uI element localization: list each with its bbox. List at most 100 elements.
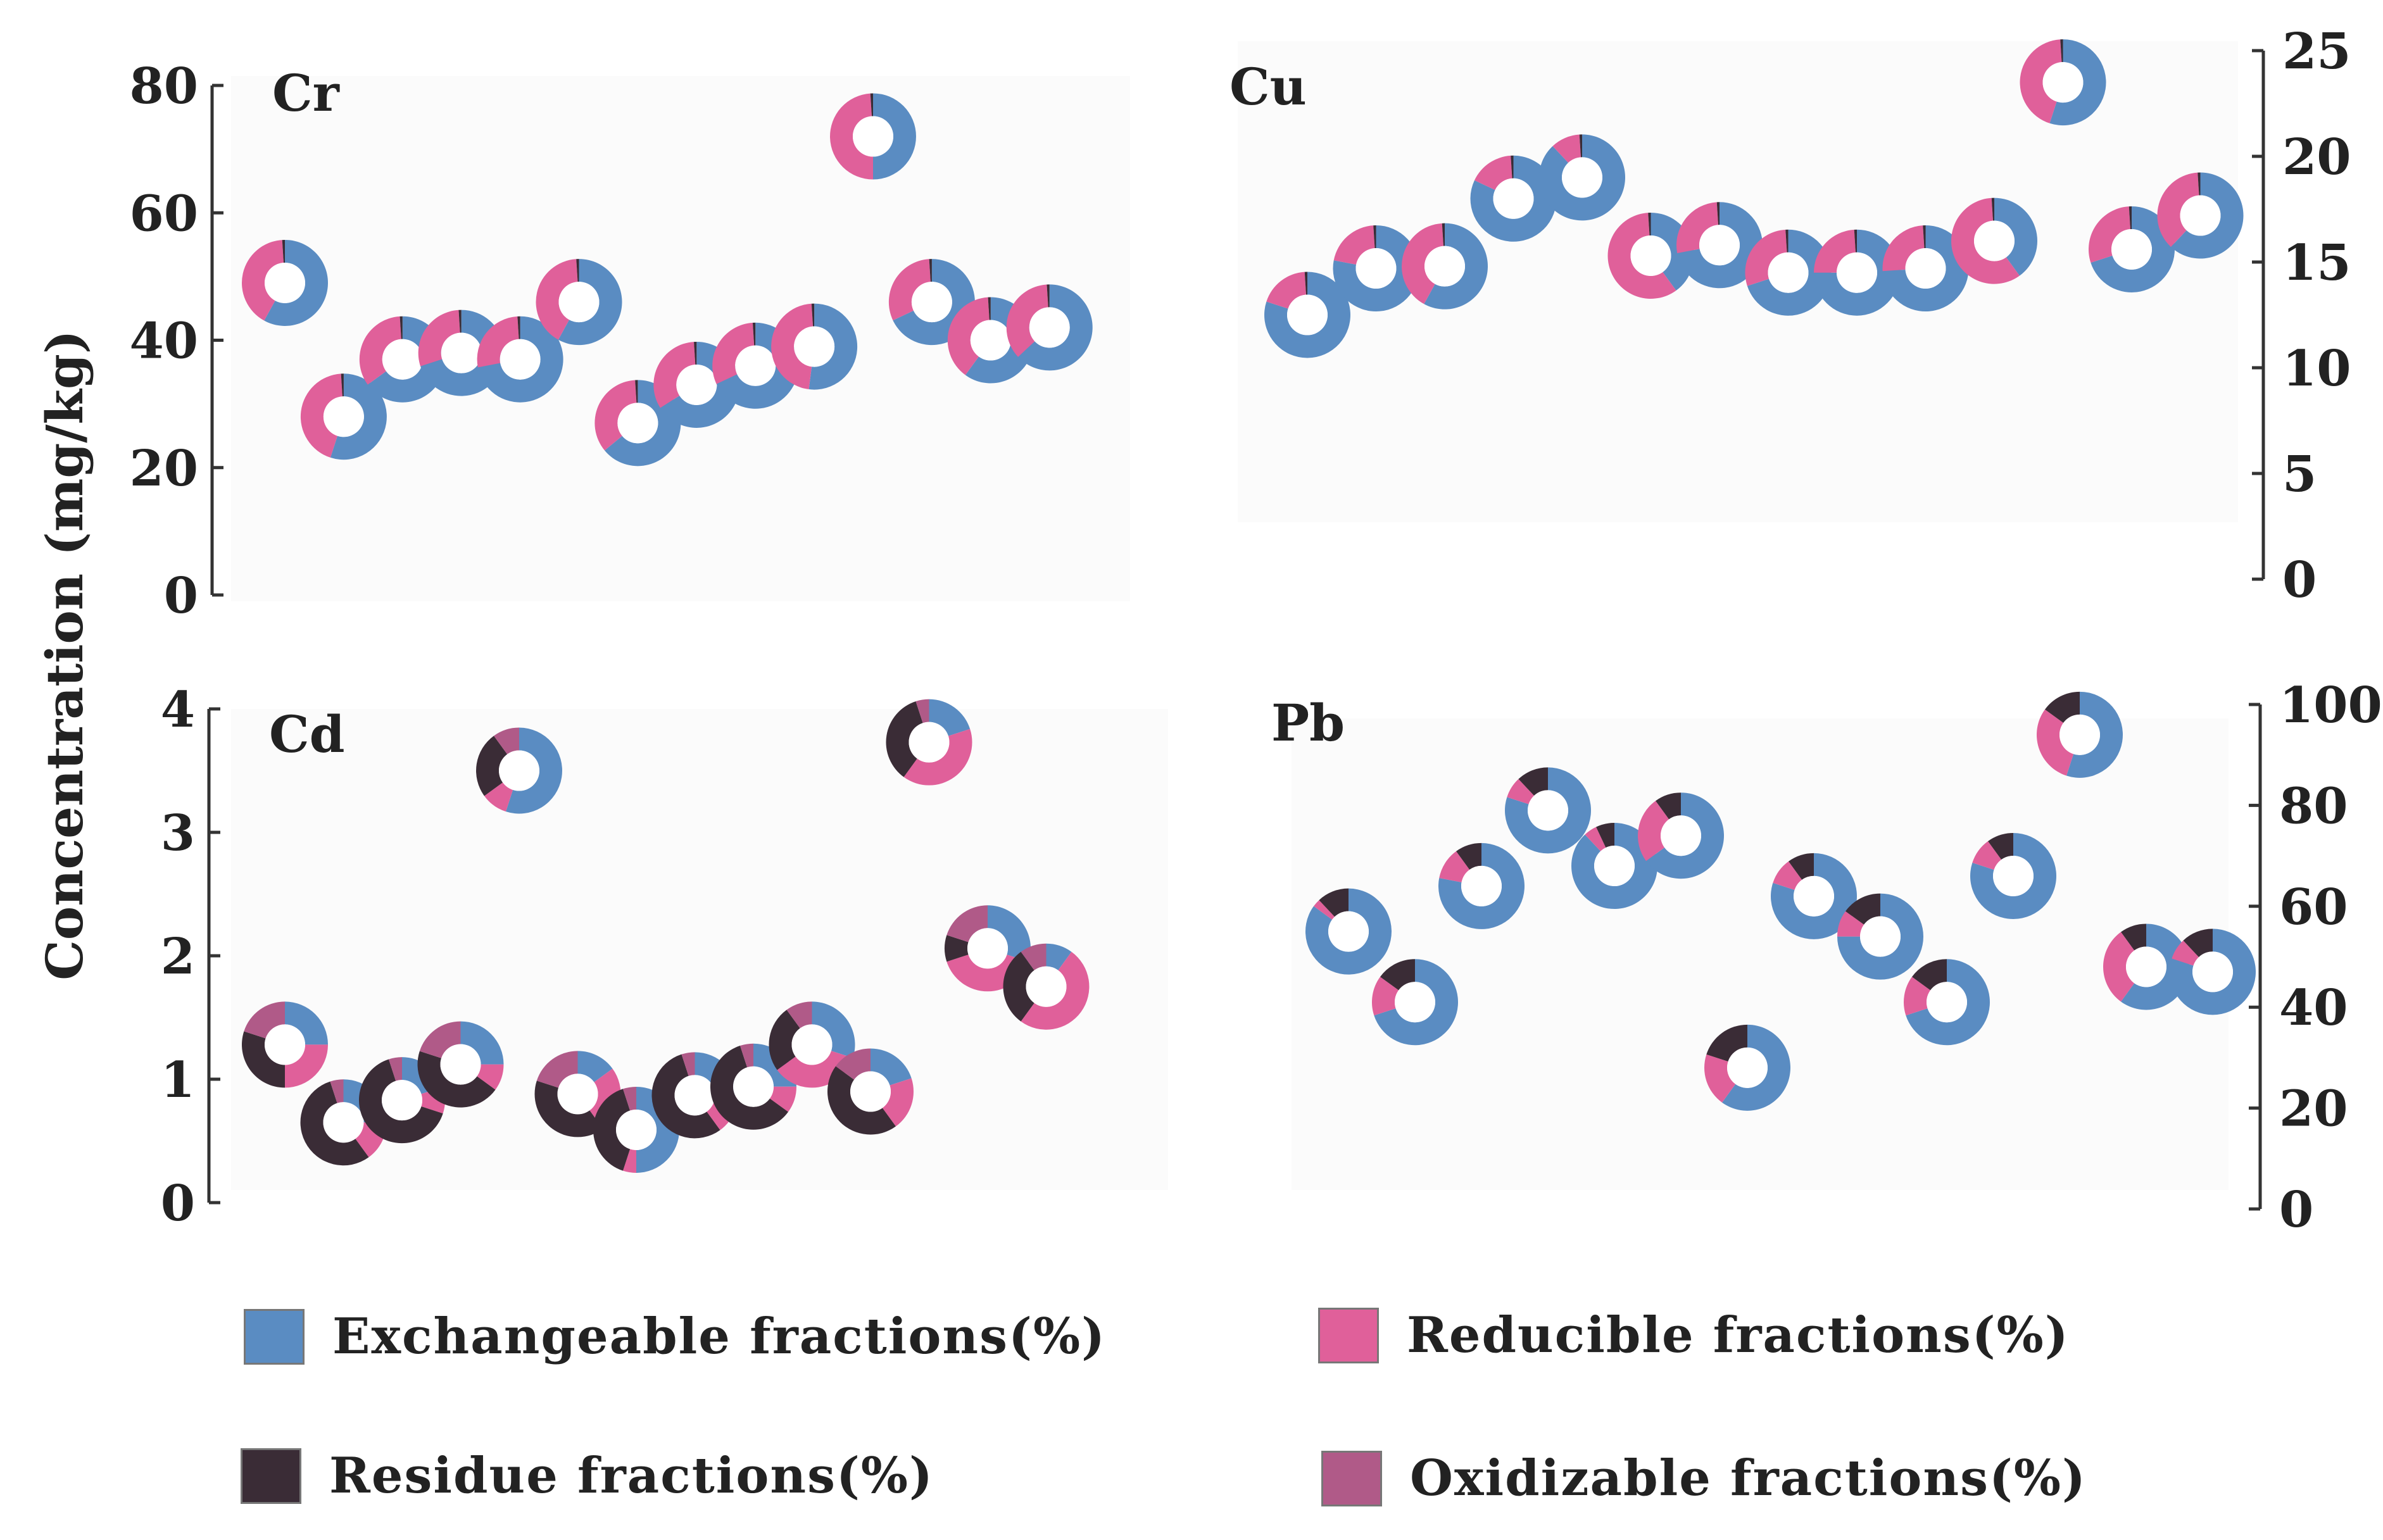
donut-segment-residue — [282, 239, 285, 263]
donut-segment-reducible — [1474, 155, 1512, 191]
y-tick-label: 10 — [2282, 340, 2351, 398]
y-tick-label: 5 — [2282, 446, 2317, 503]
donut-segment-exchangeable — [477, 316, 563, 403]
data-point-donut — [1305, 888, 1392, 975]
donut-segment-exchangeable — [1018, 284, 1093, 371]
donut-segment-exchangeable — [2049, 39, 2106, 126]
donut-hole — [323, 1102, 364, 1143]
donut-segment-residue — [2183, 929, 2213, 958]
donut-segment-reducible — [1676, 202, 1718, 254]
data-point-donut — [2157, 172, 2244, 259]
donut-hole — [616, 1109, 657, 1150]
donut-segment-exchangeable — [812, 1001, 855, 1058]
donut-segment-reducible — [594, 380, 637, 451]
data-point-donut — [1372, 959, 1458, 1046]
donut-segment-oxidizable — [622, 1086, 636, 1111]
donut-segment-residue — [635, 380, 638, 403]
donut-hole — [1927, 982, 1967, 1023]
donut-segment-exchangeable — [1645, 792, 1724, 879]
donut-segment-residue — [534, 1080, 603, 1137]
donut-segment-residue — [1911, 959, 1947, 991]
donut-hole — [1837, 252, 1877, 293]
donut-segment-reducible — [2157, 172, 2199, 247]
donut-hole — [794, 326, 835, 367]
donut-segment-residue — [651, 1054, 720, 1139]
donut-segment-exchangeable — [929, 699, 971, 736]
donut-hole — [1661, 815, 1701, 856]
donut-hole — [1355, 248, 1397, 289]
donut-segment-reducible — [947, 297, 990, 375]
data-point-donut — [1402, 223, 1488, 310]
data-point-donut — [1951, 197, 2038, 284]
donut-segment-residue — [1319, 888, 1349, 917]
donut-hole — [441, 332, 482, 373]
donut-segment-exchangeable — [2170, 172, 2244, 259]
donut-segment-exchangeable — [1722, 1024, 1790, 1111]
donut-segment-reducible — [2037, 709, 2074, 776]
donut-segment-residue — [2128, 206, 2132, 230]
donut-hole — [909, 722, 950, 763]
data-point-donut — [1264, 272, 1350, 358]
donut-segment-reducible — [484, 782, 513, 812]
donut-segment-residue — [870, 93, 873, 116]
donut-segment-residue — [1706, 1024, 1747, 1061]
donut-segment-exchangeable — [1994, 197, 2038, 276]
donut-hole — [1594, 846, 1635, 887]
donut-segment-residue — [752, 322, 756, 346]
donut-segment-exchangeable — [1571, 823, 1657, 910]
donut-segment-reducible — [903, 729, 972, 786]
data-point-donut — [1814, 229, 1900, 316]
donut-segment-residue — [1845, 893, 1880, 925]
donut-hole — [1699, 225, 1740, 266]
donut-segment-residue — [1304, 272, 1307, 295]
donut-segment-exchangeable — [558, 259, 622, 346]
donut-hole — [265, 262, 305, 303]
donut-segment-exchangeable — [577, 1051, 613, 1082]
y-tick-label: 0 — [2282, 551, 2317, 609]
data-point-donut — [1470, 155, 1557, 242]
donut-segment-reducible — [1266, 272, 1306, 309]
donut-segment-residue — [1003, 951, 1034, 1022]
donut-hole — [1905, 248, 1946, 289]
y-tick-label: 0 — [161, 1175, 195, 1232]
data-point-donut — [593, 1086, 679, 1173]
donut-segment-reducible — [359, 316, 401, 385]
donut-segment-exchangeable — [2066, 691, 2123, 778]
donut-segment-residue — [475, 736, 508, 796]
y-tick-label: 60 — [2279, 879, 2348, 936]
data-point-donut — [1539, 134, 1625, 221]
y-tick-label: 0 — [2279, 1181, 2313, 1239]
donut-segment-reducible — [1021, 951, 1090, 1030]
donut-hole — [1727, 1047, 1768, 1088]
donut-segment-residue — [1923, 225, 1926, 249]
data-point-donut — [241, 239, 328, 326]
donut-hole — [382, 1080, 422, 1121]
donut-segment-reducible — [769, 1086, 796, 1112]
donut-segment-reducible — [241, 240, 284, 321]
donut-hole — [1424, 246, 1465, 287]
donut-segment-reducible — [2020, 39, 2062, 123]
donut-hole — [970, 320, 1011, 361]
data-point-donut — [1745, 229, 1832, 316]
y-tick-label: 40 — [129, 313, 198, 370]
donut-segment-reducible — [1552, 134, 1581, 163]
donut-segment-exchangeable — [1539, 134, 1625, 221]
donut-segment-residue — [694, 341, 697, 365]
donut-segment-residue — [593, 1089, 631, 1171]
donut-hole — [558, 282, 600, 323]
donut-hole — [557, 1074, 598, 1115]
donut-hole — [791, 1024, 833, 1065]
y-tick-label: 20 — [129, 440, 198, 498]
data-point-donut — [2089, 206, 2175, 292]
donut-segment-reducible — [2089, 206, 2130, 263]
donut-segment-reducible — [830, 93, 873, 180]
y-tick-label: 100 — [2279, 677, 2382, 734]
donut-segment-residue — [827, 1066, 896, 1135]
donut-segment-reducible — [477, 1064, 504, 1090]
donut-segment-reducible — [1402, 223, 1443, 304]
donut-segment-reducible — [1006, 284, 1048, 357]
donut-segment-exchangeable — [2091, 206, 2175, 292]
